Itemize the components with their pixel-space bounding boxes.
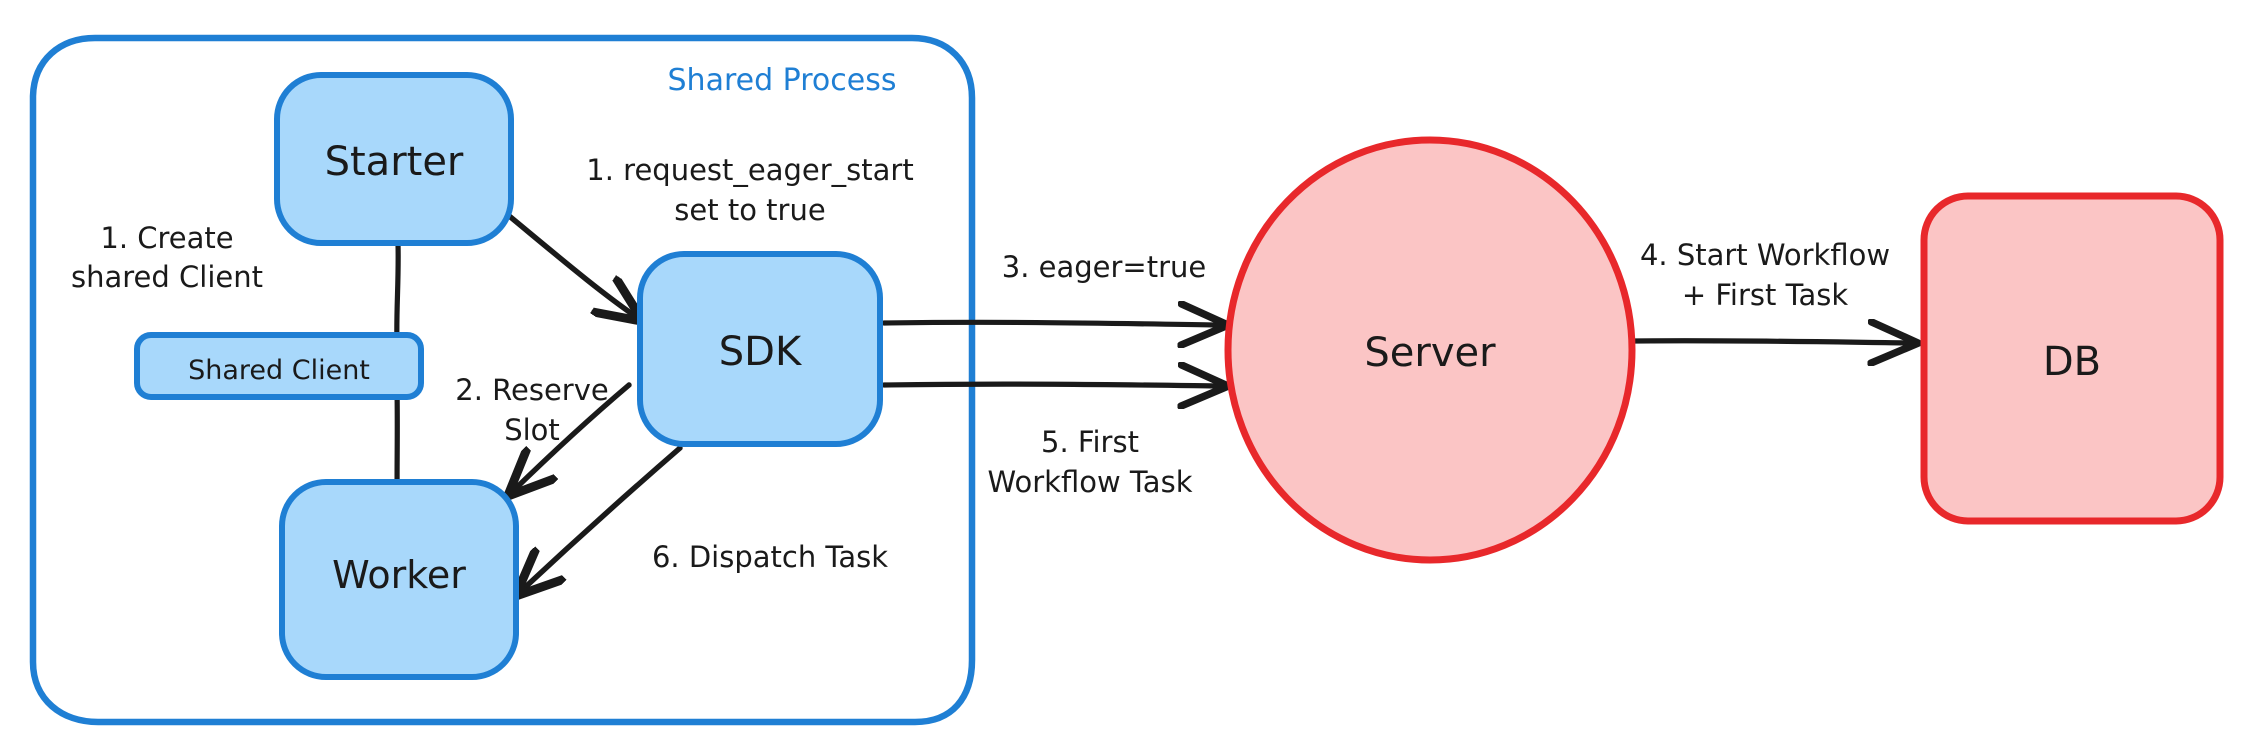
edge-label-line: 2. Reserve	[455, 373, 608, 407]
edge-label-request-eager-start: 1. request_eager_start set to true	[586, 153, 913, 227]
edge-label-line: shared Client	[71, 260, 263, 294]
edge-request-eager-start	[505, 212, 638, 318]
server-ellipse[interactable]	[1224, 136, 1636, 564]
starter-box[interactable]	[274, 72, 514, 246]
node-db[interactable]: DB	[1920, 192, 2224, 525]
node-shared-client[interactable]: Shared Client	[134, 332, 424, 400]
edge-label-create-shared-client: 1. Create shared Client	[71, 221, 263, 294]
edge-first-workflow-task	[881, 384, 1222, 386]
worker-box[interactable]	[279, 479, 519, 680]
edge-label-line: 1. request_eager_start	[586, 153, 913, 187]
edge-label-first-workflow-task: 5. First Workflow Task	[988, 425, 1193, 499]
sdk-box[interactable]	[637, 251, 883, 447]
edge-start-workflow	[1631, 341, 1912, 343]
edge-label-line: 1. Create	[100, 221, 233, 255]
shared-process-title: Shared Process	[668, 63, 897, 98]
edge-label-line: + First Task	[1682, 278, 1849, 312]
server-label: Server	[1364, 330, 1496, 376]
edge-label-start-workflow: 4. Start Workflow + First Task	[1640, 238, 1890, 312]
node-worker[interactable]: Worker	[279, 479, 519, 680]
edge-label-dispatch-task: 6. Dispatch Task	[652, 540, 888, 574]
sdk-label: SDK	[719, 329, 803, 375]
starter-label: Starter	[325, 139, 464, 185]
edge-label-line: Slot	[504, 413, 560, 447]
edge-label-reserve-slot: 2. Reserve Slot	[455, 373, 608, 447]
db-box[interactable]	[1920, 192, 2224, 525]
shared-client-label: Shared Client	[188, 355, 370, 386]
edge-label-line: 3. eager=true	[1002, 250, 1207, 284]
edge-label-line: 4. Start Workflow	[1640, 238, 1890, 272]
edge-label-line: set to true	[674, 193, 825, 227]
shared-client-box[interactable]	[134, 332, 424, 400]
node-server[interactable]: Server	[1224, 136, 1636, 564]
edge-label-line: Workflow Task	[988, 465, 1193, 499]
edge-reserve-slot	[512, 382, 632, 492]
edge-label-line: 6. Dispatch Task	[652, 540, 888, 574]
node-sdk[interactable]: SDK	[637, 251, 883, 447]
worker-label: Worker	[332, 553, 466, 597]
db-label: DB	[2043, 339, 2101, 385]
shared-process-group: Shared Process	[29, 34, 976, 726]
shared-process-border	[29, 34, 976, 726]
node-starter[interactable]: Starter	[274, 72, 514, 246]
edge-label-line: 5. First	[1041, 425, 1139, 459]
edge-eager-true	[881, 322, 1222, 325]
edge-label-eager-true: 3. eager=true	[1002, 250, 1207, 284]
edge-dispatch-task	[520, 445, 683, 592]
